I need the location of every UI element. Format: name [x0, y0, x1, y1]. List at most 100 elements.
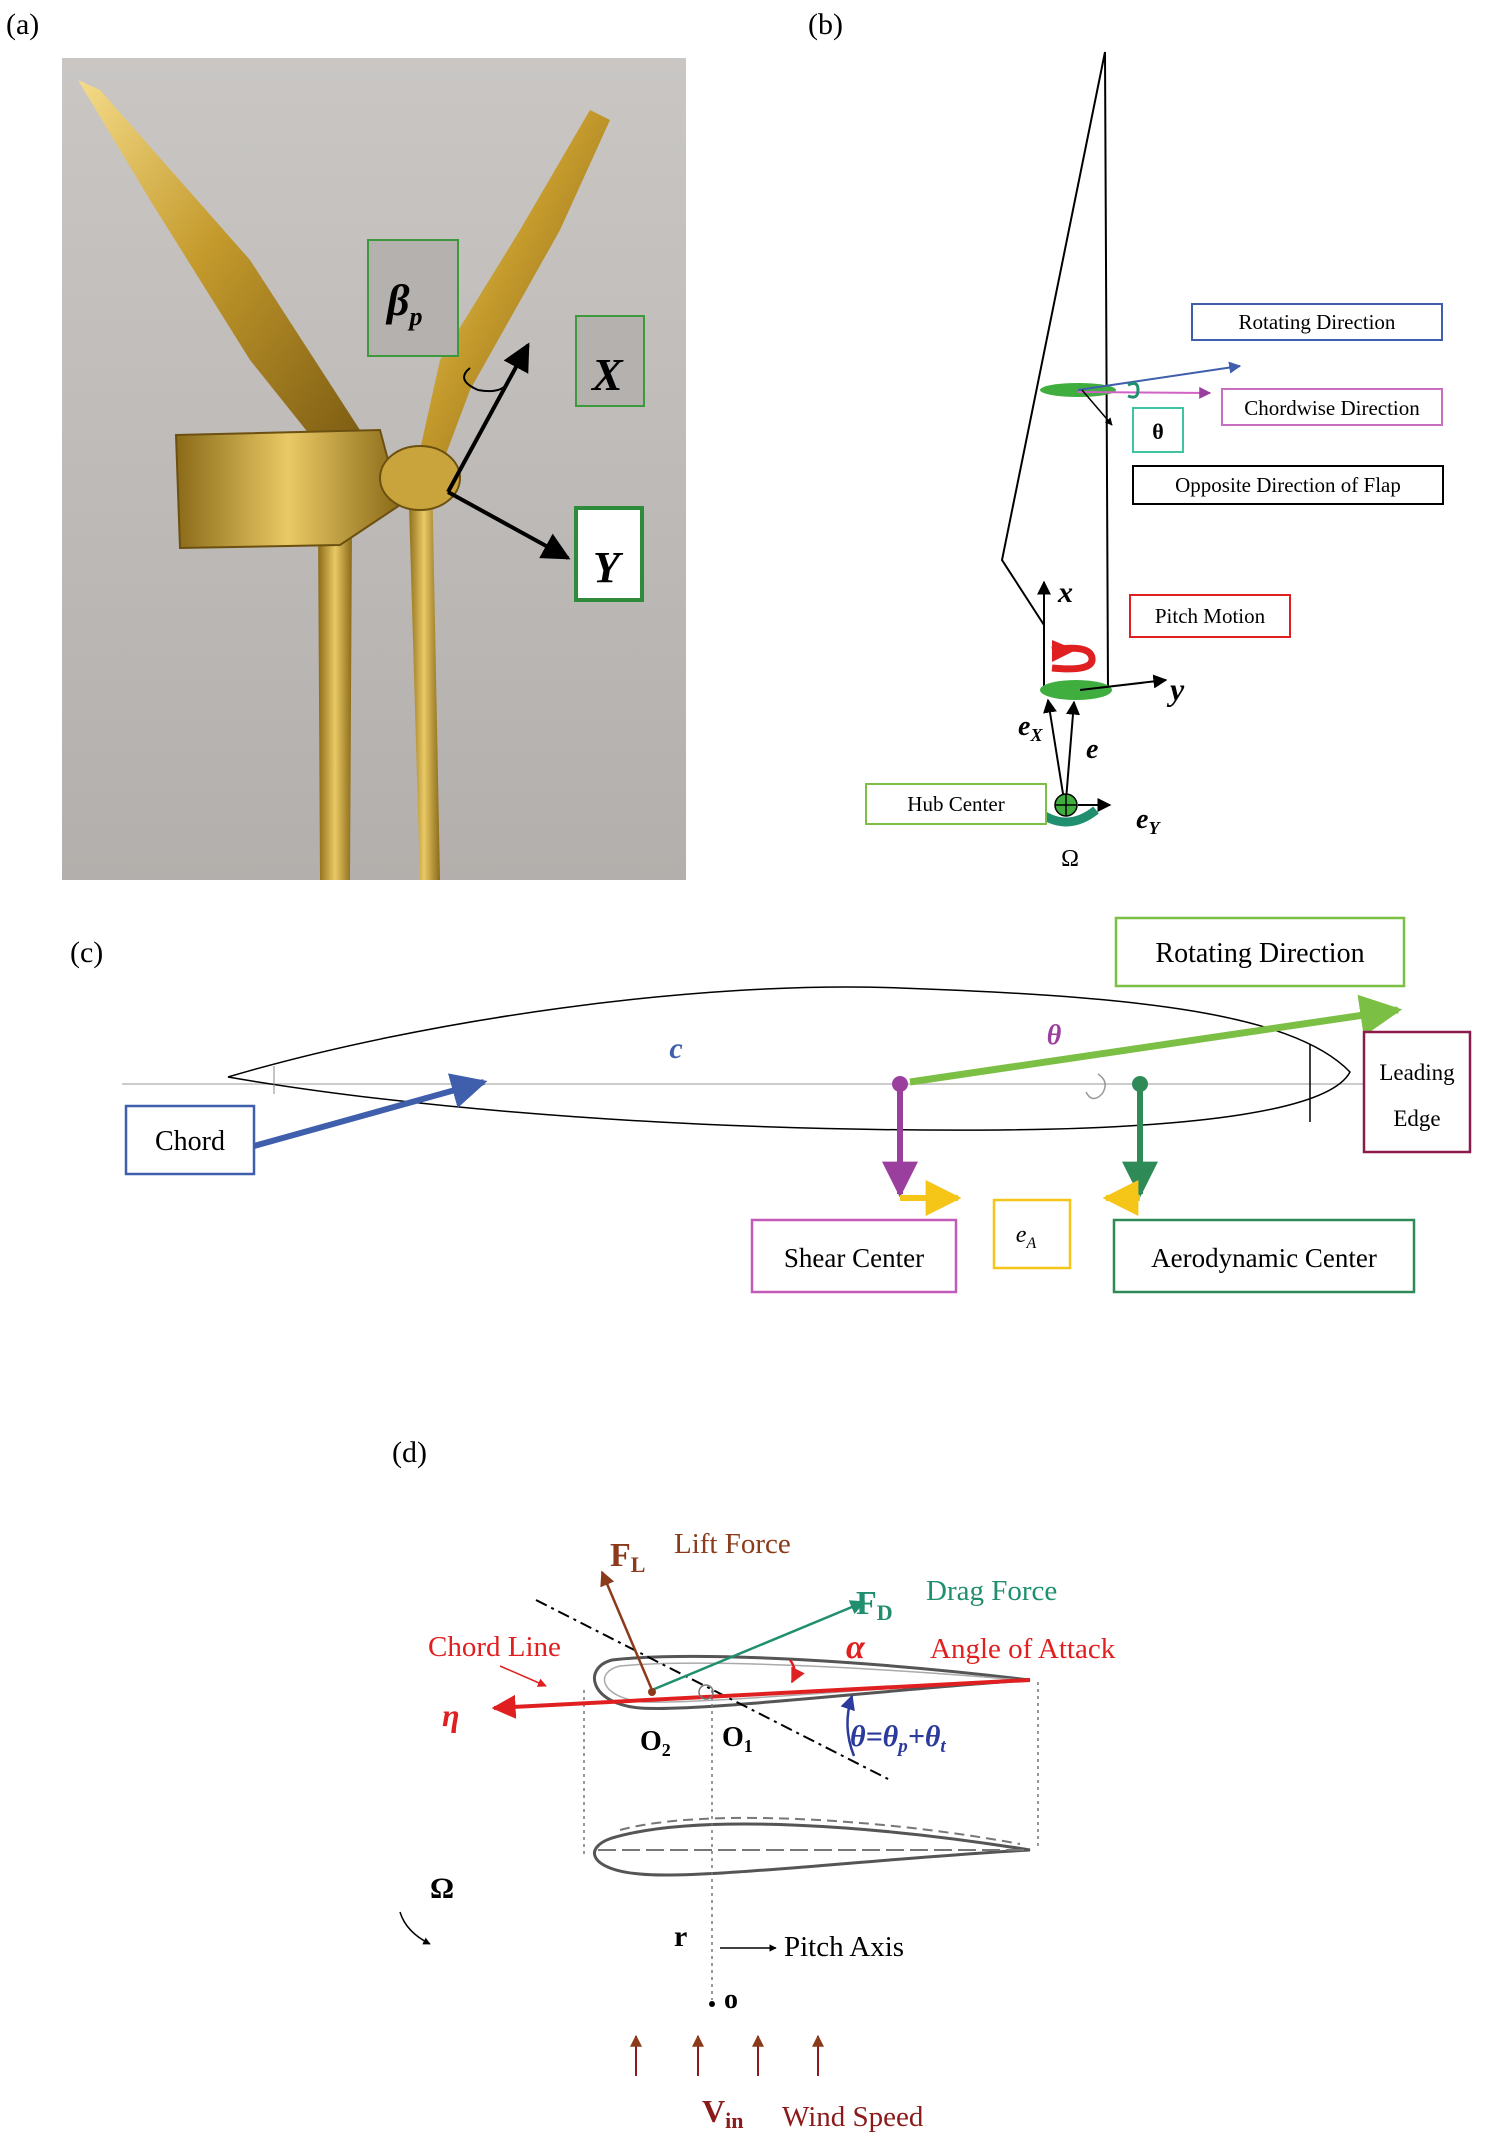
- aerodynamic-center-text: Aerodynamic Center: [1151, 1243, 1377, 1273]
- o1-text: O1: [722, 1722, 753, 1756]
- omega-arrow: [399, 1911, 431, 1945]
- panel-a: (a) βp X Y: [6, 8, 686, 880]
- aerodynamic-center-box: [1112, 1218, 1416, 1294]
- chord-line-text: Chord Line: [428, 1631, 561, 1663]
- theta-equation: θ=θp+θt: [850, 1720, 946, 1757]
- pitch-motion-arrowhead: [1052, 640, 1076, 662]
- hub-center-text: Hub Center: [907, 792, 1004, 816]
- pitch-axis-text: Pitch Axis: [784, 1931, 904, 1963]
- y-arrow: [447, 490, 571, 560]
- hub-center-box: [865, 783, 1047, 825]
- wind-speed-text: Wind Speed: [782, 2101, 924, 2133]
- opposite-flap-text: Opposite Direction of Flap: [1175, 473, 1401, 497]
- rotating-direction-text: Rotating Direction: [1239, 310, 1396, 334]
- lower-airfoil-dashed: [619, 1816, 1021, 1845]
- reference-dashdot: [535, 1599, 891, 1781]
- theta-arc: [840, 1694, 856, 1757]
- flap-opposite-arrow: [1081, 389, 1113, 426]
- ex-text: eX: [1018, 711, 1043, 745]
- leading-edge-text-1: Leading: [1379, 1060, 1455, 1085]
- panel-b-label: (b): [808, 8, 843, 41]
- panel-a-label: (a): [6, 8, 39, 41]
- blade-outline-left: [1000, 51, 1106, 690]
- panel-c-label: (c): [70, 936, 103, 969]
- o1-point: [698, 1684, 714, 1700]
- ex-arrow: [1043, 698, 1065, 801]
- chordwise-direction-box: [1221, 388, 1443, 426]
- blade-right: [420, 110, 610, 470]
- r-text: r: [674, 1920, 687, 1953]
- fd-symbol: FD: [856, 1585, 893, 1625]
- ea-box: [992, 1198, 1072, 1270]
- pitch-angle-arc: [463, 367, 511, 393]
- panel-c: (c) c θ Rotating Direction Leading Edge …: [70, 916, 1472, 1294]
- rotating-direction-arrow: [909, 994, 1403, 1086]
- chordwise-arrow: [1077, 386, 1212, 399]
- blade-left: [78, 80, 360, 460]
- leading-edge-box: [1362, 1030, 1472, 1154]
- ey-text: eY: [1136, 804, 1161, 838]
- omega-text: Ω: [1061, 846, 1079, 872]
- root-disk: [1040, 680, 1112, 700]
- shear-center-box: [750, 1218, 958, 1294]
- hub: [379, 445, 461, 511]
- lift-arrow: [600, 1570, 654, 1691]
- theta-text: θ: [1152, 419, 1163, 444]
- x-label-box: [575, 315, 645, 407]
- theta-rotation-icon: [1127, 381, 1140, 399]
- x-axis-text: x: [1057, 576, 1073, 609]
- origin-point: [709, 2001, 715, 2007]
- panel-b: (b) Rotating Direction Chordwise Directi…: [808, 8, 1444, 872]
- chordwise-direction-text: Chordwise Direction: [1244, 396, 1420, 420]
- e-arrow: [1065, 700, 1080, 801]
- chord-line-pointer: [499, 1665, 547, 1687]
- origin-text: o: [724, 1984, 738, 2015]
- blade-outline-right: [1104, 51, 1109, 691]
- theta-symbol: θ: [1047, 1020, 1062, 1051]
- opposite-flap-box: [1132, 465, 1444, 505]
- x-axis-label: X: [590, 349, 624, 400]
- leading-edge-text-2: Edge: [1393, 1106, 1440, 1131]
- fl-symbol: FL: [610, 1537, 645, 1577]
- angle-of-attack-text: Angle of Attack: [930, 1633, 1116, 1665]
- y-axis-label: Y: [593, 543, 624, 592]
- chord-box: [124, 1104, 256, 1176]
- o2-text: O2: [640, 1726, 671, 1760]
- x-arrow: [446, 342, 530, 493]
- o2-point: [648, 1688, 656, 1696]
- beta-symbol: βp: [385, 276, 423, 331]
- blade-down: [408, 470, 440, 880]
- panel-d: (d) η FL Lift Force FD Drag Force Chord …: [392, 1436, 1116, 2133]
- vin-text: Vin: [702, 2093, 743, 2133]
- lift-force-text: Lift Force: [674, 1528, 791, 1560]
- beta-label-box: [367, 239, 459, 357]
- pitch-motion-text: Pitch Motion: [1155, 604, 1266, 628]
- omega-text: Ω: [430, 1872, 454, 1905]
- y-label-box: [574, 506, 644, 602]
- drag-force-text: Drag Force: [926, 1575, 1057, 1607]
- rotating-direction-box: [1191, 303, 1443, 341]
- y-axis-arrow: [1079, 674, 1168, 691]
- chord-symbol: c: [669, 1032, 682, 1065]
- eta-arrow: [491, 1678, 1031, 1719]
- nacelle: [174, 428, 402, 550]
- rotating-direction-box: [1114, 916, 1406, 988]
- pitch-motion-box: [1129, 594, 1291, 638]
- chord-arrow: [253, 1073, 488, 1149]
- airfoil-outline: [227, 986, 1351, 1131]
- rotating-direction-arrow: [1077, 361, 1242, 391]
- drag-arrow: [651, 1600, 866, 1692]
- eta-text: η: [442, 1697, 460, 1733]
- lower-airfoil: [593, 1822, 1031, 1877]
- e-text: e: [1086, 734, 1098, 765]
- y-axis-text: y: [1166, 671, 1185, 707]
- rotating-direction-text: Rotating Direction: [1155, 938, 1364, 969]
- chord-text: Chord: [155, 1126, 225, 1157]
- theta-box: [1132, 407, 1184, 453]
- ea-text: eA: [1016, 1222, 1037, 1252]
- tower: [318, 520, 352, 880]
- alpha-arc: [788, 1659, 805, 1684]
- shear-center-text: Shear Center: [784, 1243, 924, 1273]
- theta-rotation-icon: [1085, 1073, 1106, 1100]
